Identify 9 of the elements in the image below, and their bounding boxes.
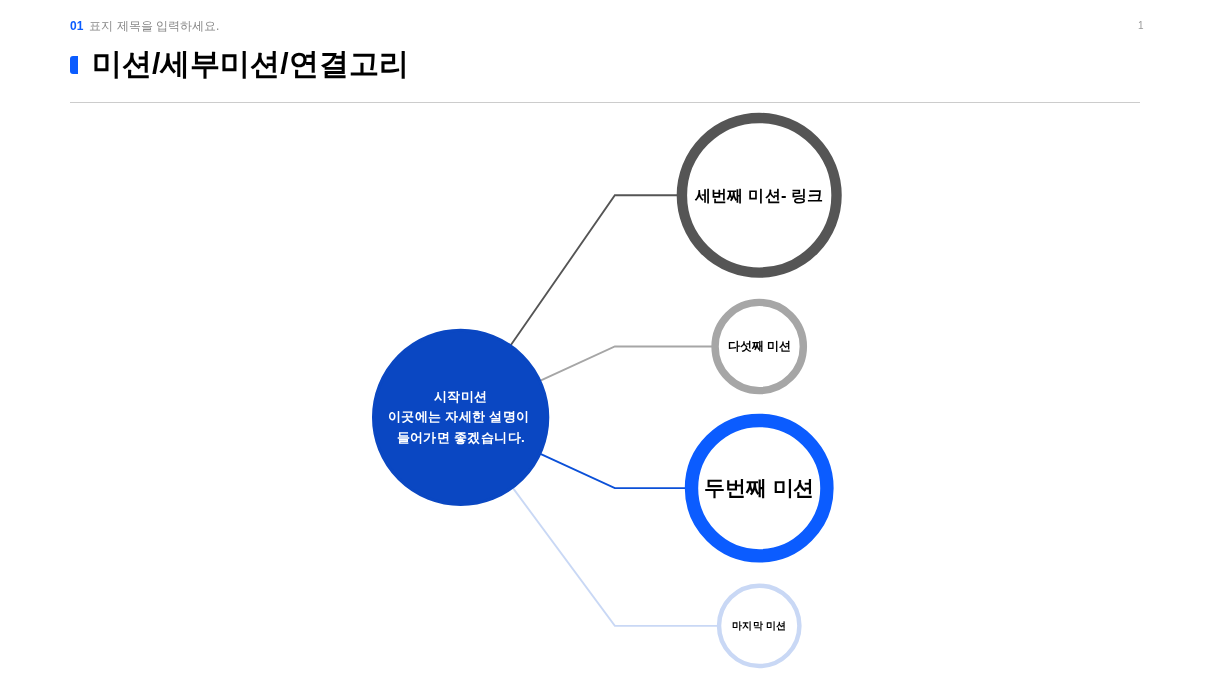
node-circle: 마지막 미션 bbox=[716, 583, 802, 669]
node-circle: 다섯째 미션 bbox=[711, 298, 808, 395]
page-number: 1 bbox=[1138, 20, 1144, 31]
section-number: 01 bbox=[70, 19, 84, 33]
node-circle: 두번째 미션 bbox=[684, 413, 834, 563]
title: 미션/세부미션/연결고리 bbox=[92, 46, 409, 82]
node-circle: 세번째 미션- 링크 bbox=[676, 112, 842, 278]
subtitle: 표지 제목을 입력하세요. bbox=[89, 19, 220, 33]
node-circle: 시작미션 이곳에는 자세한 설명이 들어가면 좋겠습니다. bbox=[372, 328, 550, 506]
